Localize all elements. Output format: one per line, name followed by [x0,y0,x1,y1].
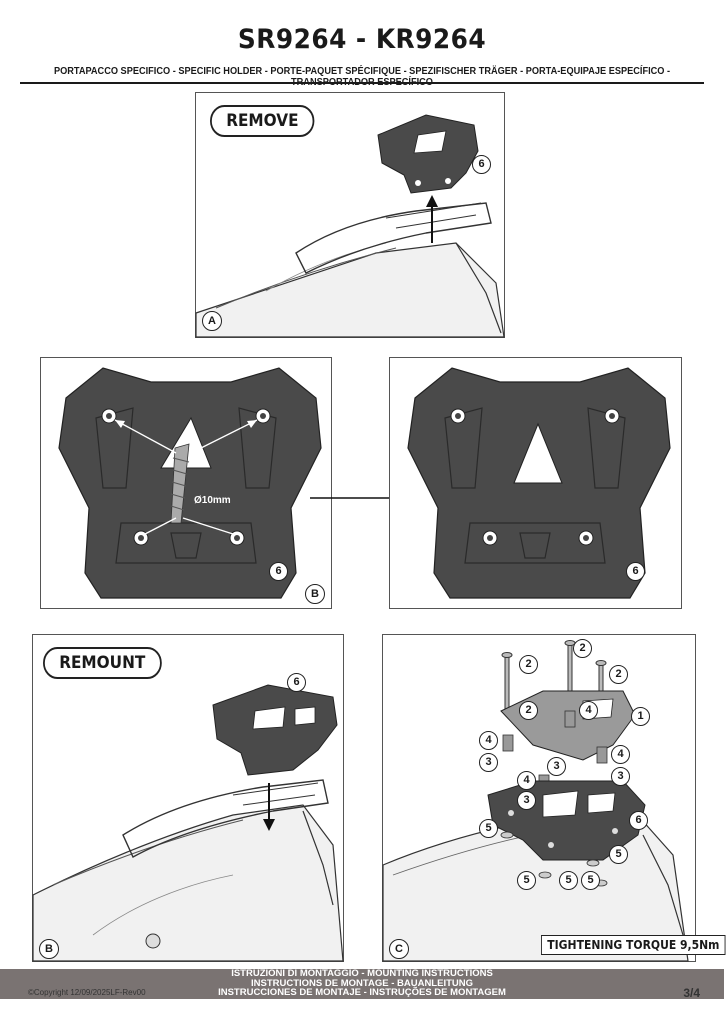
callout-6: 6 [472,155,491,174]
callout-6: 6 [629,811,648,830]
panel-b-plate-after: 6 [389,357,682,609]
callout-3: 3 [547,757,566,776]
callout-2: 2 [573,639,592,658]
plate-after-illustration [407,367,671,599]
remove-illustration [195,114,505,338]
callout-3: 3 [479,753,498,772]
drill-diameter-label: Ø10mm [194,495,231,506]
callout-4: 4 [611,745,630,764]
callout-1: 1 [631,707,650,726]
tightening-torque-label: TIGHTENING TORQUE 9,5Nm [541,935,726,955]
callout-2: 2 [609,665,628,684]
callout-5: 5 [559,871,578,890]
plate-before-illustration [58,367,322,599]
footer-line-3: INSTRUCCIONES DE MONTAJE - INSTRUÇÕES DE… [218,987,506,998]
remove-tag: REMOVE [210,105,315,137]
callout-4: 4 [517,771,536,790]
step-letter-b: B [39,939,59,959]
page-subtitle: PORTAPACCO SPECIFICO - SPECIFIC HOLDER -… [53,66,671,88]
footer-line-2: INSTRUCTIONS DE MONTAGE - BAUANLEITUNG [250,977,473,989]
panel-b-plate-before: Ø10mm 6 B [40,357,332,609]
callout-6: 6 [269,562,288,581]
header-rule [20,82,704,84]
panel-remove: REMOVE 6 A [195,92,505,338]
step-letter-a: A [202,311,222,331]
callout-5: 5 [517,871,536,890]
callout-6: 6 [287,673,306,692]
panel-c-assembly: 2 2 2 2 1 4 4 4 3 3 3 4 3 6 5 5 5 5 5 TI… [382,634,726,962]
panel-remount: REMOUNT 6 B [32,634,344,962]
footer-instructions: ISTRUZIONI DI MONTAGGIO - MOUNTING INSTR… [0,969,724,998]
callout-4: 4 [479,731,498,750]
assembly-illustration [382,640,689,962]
page-title: SR9264 - KR9264 [237,24,487,55]
footer-line-1: ISTRUZIONI DI MONTAGGIO - MOUNTING INSTR… [231,968,493,979]
callout-5: 5 [479,819,498,838]
remount-tag: REMOUNT [43,647,162,679]
callout-2: 2 [519,655,538,674]
step-letter-b: B [305,584,325,604]
step-letter-c: C [389,939,409,959]
callout-2: 2 [519,701,538,720]
callout-3: 3 [517,791,536,810]
callout-4: 4 [579,701,598,720]
copyright-notice: ©Copyright 12/09/2025LF-Rev00 [28,988,146,997]
callout-3: 3 [611,767,630,786]
callout-6: 6 [626,562,645,581]
footer-bar [0,969,724,999]
callout-5: 5 [609,845,628,864]
callout-5: 5 [581,871,600,890]
remount-illustration [32,684,344,962]
page-number: 3/4 [683,986,700,1000]
